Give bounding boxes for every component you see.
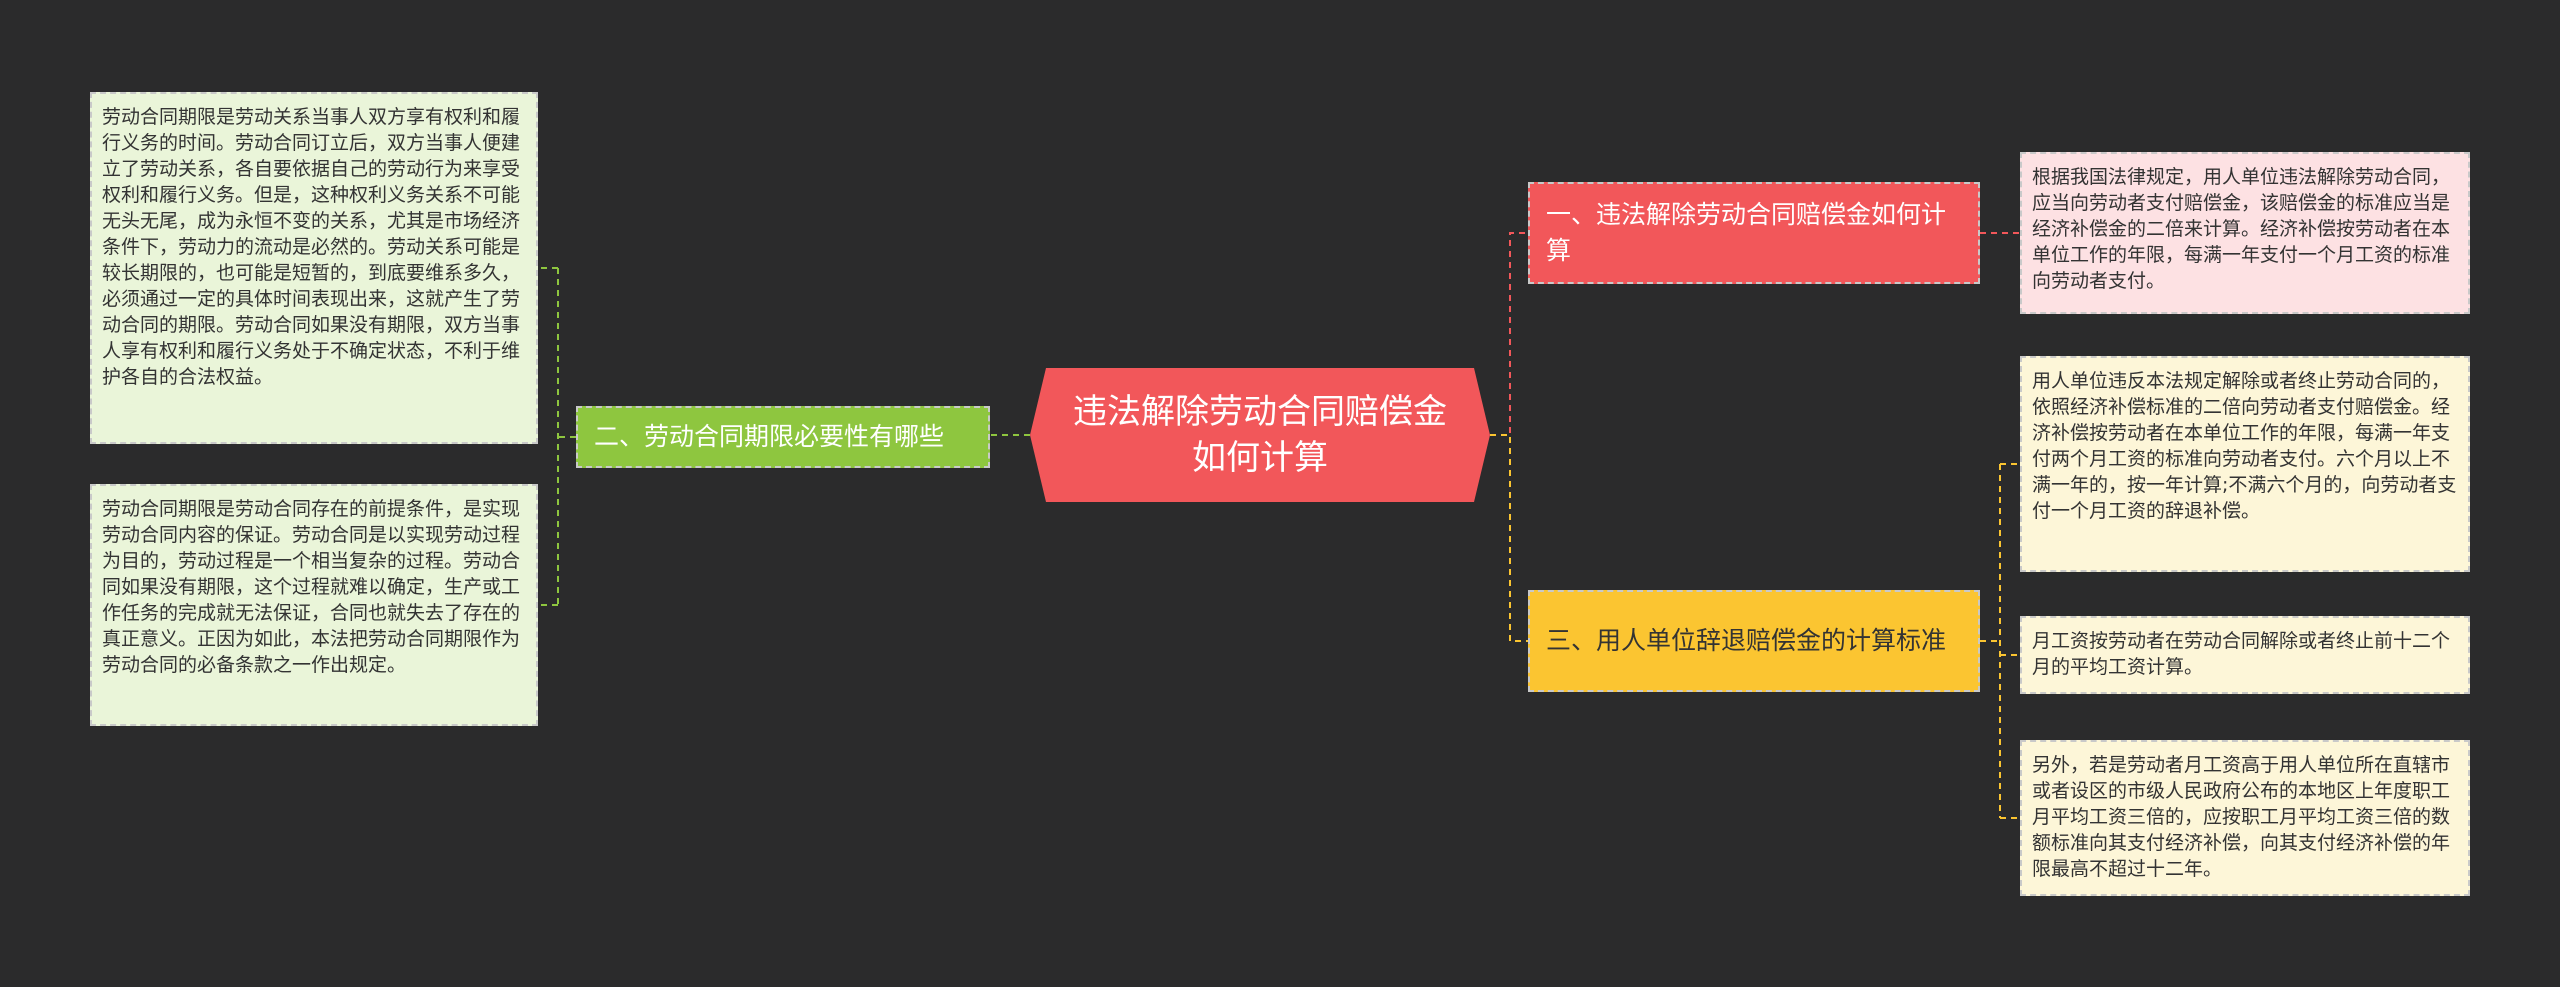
- leaf-text: 根据我国法律规定，用人单位违法解除劳动合同，应当向劳动者支付赔偿金，该赔偿金的标…: [2032, 166, 2451, 292]
- connector-branch-2-to-leaves: [538, 267, 576, 606]
- leaf-text: 劳动合同期限是劳动关系当事人双方享有权利和履行义务的时间。劳动合同订立后，双方当…: [102, 106, 521, 388]
- leaf-text: 用人单位违反本法规定解除或者终止劳动合同的，依照经济补偿标准的二倍向劳动者支付赔…: [2032, 370, 2457, 522]
- branch-topic-2-label: 二、劳动合同期限必要性有哪些: [594, 422, 945, 451]
- branch-topic-1[interactable]: 一、违法解除劳动合同赔偿金如何计算: [1528, 182, 1980, 284]
- central-topic-label: 违法解除劳动合同赔偿金如何计算: [1073, 392, 1447, 478]
- leaf-text: 另外，若是劳动者月工资高于用人单位所在直辖市或者设区的市级人民政府公布的本地区上…: [2032, 754, 2451, 880]
- leaf-branch-3-item-3[interactable]: 另外，若是劳动者月工资高于用人单位所在直辖市或者设区的市级人民政府公布的本地区上…: [2020, 740, 2470, 896]
- connector-central-to-branch-1: [1490, 232, 1528, 436]
- leaf-branch-3-item-2[interactable]: 月工资按劳动者在劳动合同解除或者终止前十二个月的平均工资计算。: [2020, 616, 2470, 694]
- leaf-branch-1-item-1[interactable]: 根据我国法律规定，用人单位违法解除劳动合同，应当向劳动者支付赔偿金，该赔偿金的标…: [2020, 152, 2470, 314]
- branch-topic-3-label: 三、用人单位辞退赔偿金的计算标准: [1546, 626, 1947, 655]
- leaf-branch-2-item-1[interactable]: 劳动合同期限是劳动关系当事人双方享有权利和履行义务的时间。劳动合同订立后，双方当…: [90, 92, 538, 444]
- leaf-text: 劳动合同期限是劳动合同存在的前提条件，是实现劳动合同内容的保证。劳动合同是以实现…: [102, 498, 521, 676]
- leaf-text: 月工资按劳动者在劳动合同解除或者终止前十二个月的平均工资计算。: [2032, 630, 2451, 678]
- branch-topic-2[interactable]: 二、劳动合同期限必要性有哪些: [576, 406, 990, 468]
- connector-branch-3-to-leaves: [1980, 463, 2020, 819]
- leaf-branch-3-item-1[interactable]: 用人单位违反本法规定解除或者终止劳动合同的，依照经济补偿标准的二倍向劳动者支付赔…: [2020, 356, 2470, 572]
- connector-central-to-branch-3: [1490, 434, 1528, 642]
- central-topic[interactable]: 违法解除劳动合同赔偿金如何计算: [1030, 368, 1490, 502]
- branch-topic-1-label: 一、违法解除劳动合同赔偿金如何计算: [1546, 200, 1947, 265]
- leaf-branch-2-item-2[interactable]: 劳动合同期限是劳动合同存在的前提条件，是实现劳动合同内容的保证。劳动合同是以实现…: [90, 484, 538, 726]
- branch-topic-3[interactable]: 三、用人单位辞退赔偿金的计算标准: [1528, 590, 1980, 692]
